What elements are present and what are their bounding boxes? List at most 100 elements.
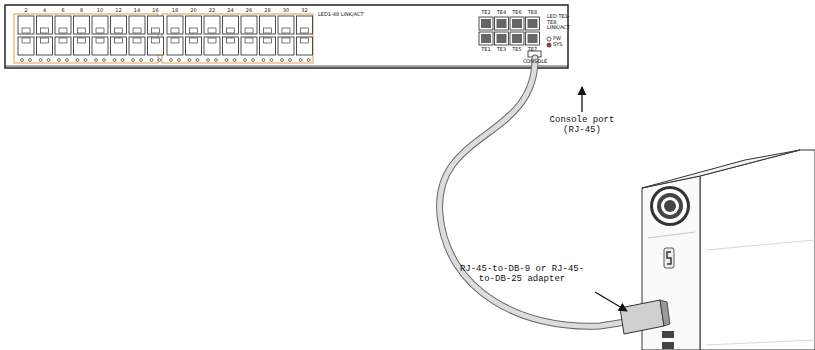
sfp-ports [479, 17, 540, 45]
led-caption: LED1-48 LINK/ACT [318, 12, 364, 18]
port-led [281, 59, 284, 62]
rj45-port [186, 37, 202, 55]
port-number: 8 [80, 8, 83, 14]
port-number: 2 [24, 8, 27, 14]
callout-label: RJ-45-to-DB-9 or RJ-45-to-DB-25 adapter [458, 265, 586, 285]
rj45-port [297, 37, 313, 55]
port-led [215, 59, 218, 62]
port-led [299, 59, 302, 62]
port-number: 26 [246, 8, 252, 14]
callout-label: Console port (RJ-45) [546, 116, 618, 136]
sfp-slot [512, 34, 522, 43]
computer-tower [642, 150, 815, 350]
port-led [188, 59, 191, 62]
rj45-port [111, 37, 127, 55]
port-latch [22, 28, 30, 33]
sfp-cage [510, 17, 524, 30]
port-latch [264, 38, 272, 43]
port-number: 20 [190, 8, 196, 14]
port-led [170, 59, 173, 62]
sfp-slot [481, 34, 491, 43]
rj45-port [167, 37, 183, 55]
port-led [289, 59, 292, 62]
sfp-label: TE7 [528, 47, 537, 53]
port-led [103, 59, 106, 62]
status-led [547, 43, 551, 47]
rj45-ports [18, 16, 313, 61]
rj45-port [241, 37, 257, 55]
rj45-port [18, 37, 34, 55]
port-led [95, 59, 98, 62]
port-number: 28 [264, 8, 270, 14]
port-led [140, 59, 143, 62]
sfp-cage [495, 32, 509, 45]
console-cable [440, 58, 632, 326]
console-cable [440, 58, 632, 326]
port-led [270, 59, 273, 62]
port-number: 6 [61, 8, 64, 14]
sfp-cage [479, 32, 493, 45]
port-led [21, 59, 24, 62]
sfp-cage [526, 32, 540, 45]
rj45-port [223, 37, 239, 55]
sfp-slot [528, 19, 538, 28]
port-latch [227, 38, 235, 43]
rj45-port [92, 37, 108, 55]
sfp-label: TE4 [497, 10, 506, 16]
rj45-port [18, 16, 34, 34]
port-led [84, 59, 87, 62]
port-latch [115, 28, 123, 33]
port-number: 4 [43, 8, 46, 14]
port-led [207, 59, 210, 62]
sfp-label: TE8 [528, 10, 537, 16]
port-label: CONSOLE [523, 59, 547, 65]
rj45-port [148, 37, 164, 55]
led-label: PW [553, 36, 561, 42]
port-latch [227, 28, 235, 33]
sfp-slot [497, 34, 507, 43]
sfp-label: TE3 [497, 47, 506, 53]
port-led [262, 59, 265, 62]
sfp-cage [495, 17, 509, 30]
rj45-port [37, 16, 53, 34]
port-led [225, 59, 228, 62]
port-latch [190, 38, 198, 43]
rj45-port [260, 37, 276, 55]
port-latch [41, 38, 49, 43]
port-led [58, 59, 61, 62]
sfp-slot [512, 19, 522, 28]
rj45-port [223, 16, 239, 34]
rj45-port [129, 37, 145, 55]
db-adapter [620, 300, 664, 334]
port-number: 16 [152, 8, 158, 14]
port-latch [245, 38, 253, 43]
port-latch [171, 38, 179, 43]
port-latch [96, 38, 104, 43]
rj45-port [278, 37, 294, 55]
sfp-label: TE5 [512, 47, 521, 53]
led-caption: LED TE1-TE8 LINK/ACT [547, 14, 577, 31]
sfp-slot [528, 34, 538, 43]
switch-chassis [5, 5, 568, 68]
sfp-slot [481, 19, 491, 28]
port-latch [282, 28, 290, 33]
port-led [47, 59, 50, 62]
port-number: 12 [115, 8, 121, 14]
port-number: 22 [209, 8, 215, 14]
sfp-cage [510, 32, 524, 45]
port-number: 24 [227, 8, 233, 14]
port-latch [78, 38, 86, 43]
leader-arrow [595, 292, 627, 311]
port-latch [171, 28, 179, 33]
port-latch [152, 28, 160, 33]
port-latch [152, 38, 160, 43]
port-number: 14 [134, 8, 140, 14]
rj45-port [260, 16, 276, 34]
port-led [233, 59, 236, 62]
sfp-cage [526, 17, 540, 30]
port-led [132, 59, 135, 62]
sfp-label: TE6 [512, 10, 521, 16]
port-led [113, 59, 116, 62]
port-led [39, 59, 42, 62]
port-latch [22, 38, 30, 43]
